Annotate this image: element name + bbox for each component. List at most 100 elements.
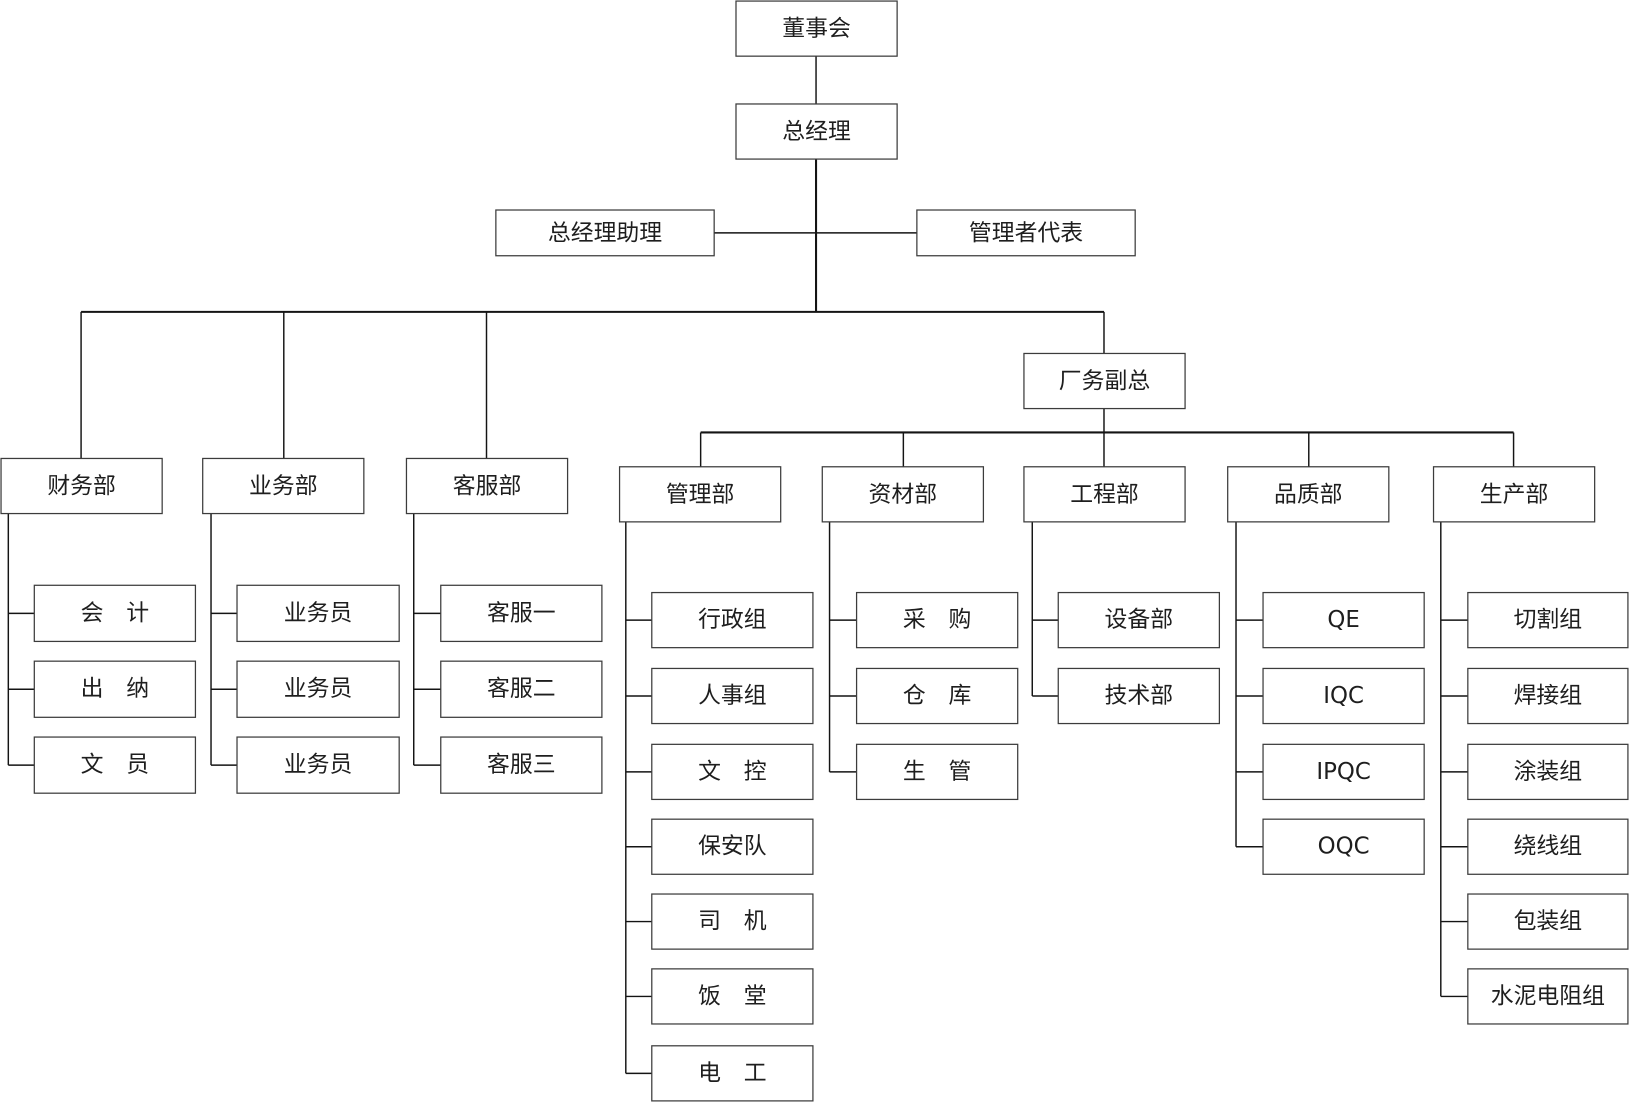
management-representative-label: 管理者代表 xyxy=(969,220,1083,246)
vp-branch-drops xyxy=(699,432,1515,467)
finance-unit-1-box xyxy=(33,584,197,643)
production-dept-box xyxy=(1432,466,1596,523)
production-unit-4: 绕线组 xyxy=(1467,818,1629,875)
sales-unit-2-box xyxy=(236,660,400,718)
production-unit-3-box xyxy=(1467,743,1629,801)
administration-unit-7: 电 工 xyxy=(651,1045,814,1102)
quality-unit-1-box xyxy=(1262,591,1425,649)
finance-unit-3-box xyxy=(33,736,197,794)
administration-unit-1-label: 行政组 xyxy=(698,607,767,633)
materials-unit-3: 生 管 xyxy=(855,743,1019,801)
administration-dept-box xyxy=(618,466,782,523)
main-branch-drops xyxy=(80,311,1105,459)
finance-unit-1: 会 计 xyxy=(33,584,197,643)
production-unit-2: 焊接组 xyxy=(1467,667,1629,725)
general-manager-box xyxy=(735,103,898,160)
board-box xyxy=(735,0,898,57)
customer-service-unit-1-box xyxy=(440,584,603,643)
customer-service-dept-label: 客服部 xyxy=(453,474,522,500)
administration-unit-7-box xyxy=(651,1045,814,1102)
finance-connector xyxy=(7,513,35,766)
sales-unit-3: 业务员 xyxy=(236,736,400,794)
sales-unit-1-box xyxy=(236,584,400,643)
administration-unit-4-label: 保安队 xyxy=(698,834,767,860)
quality-unit-4-label: OQC xyxy=(1318,834,1370,860)
administration-unit-5-box xyxy=(651,893,814,950)
finance-unit-1-label: 会 计 xyxy=(81,600,150,626)
quality-unit-3-label: IPQC xyxy=(1316,759,1370,785)
management-representative-node: 管理者代表 xyxy=(916,209,1136,257)
production-unit-4-box xyxy=(1467,818,1629,875)
customer-service-unit-1: 客服一 xyxy=(440,584,603,643)
customer-service-unit-2: 客服二 xyxy=(440,660,603,718)
production-unit-5-label: 包装组 xyxy=(1514,909,1583,935)
customer-service-unit-3-box xyxy=(440,736,603,794)
management-representative-box xyxy=(916,209,1136,257)
production-connector xyxy=(1440,521,1468,998)
sales-unit-3-label: 业务员 xyxy=(284,752,353,778)
finance-dept-label: 财务部 xyxy=(47,474,116,500)
administration-dept-label: 管理部 xyxy=(666,482,735,508)
gm-assistant-box xyxy=(495,209,715,257)
administration-unit-3: 文 控 xyxy=(651,743,814,801)
administration-unit-1: 行政组 xyxy=(651,591,814,649)
materials-connector xyxy=(828,521,857,773)
finance-unit-2-label: 出 纳 xyxy=(81,676,150,702)
materials-dept-label: 资材部 xyxy=(869,482,938,508)
administration-unit-6: 饭 堂 xyxy=(651,968,814,1025)
materials-unit-1-label: 采 购 xyxy=(903,607,972,633)
production-unit-3: 涂装组 xyxy=(1467,743,1629,801)
materials-unit-2-label: 仓 库 xyxy=(903,683,972,709)
sales-unit-3-box xyxy=(236,736,400,794)
customer-service-unit-1-label: 客服一 xyxy=(487,600,556,626)
production-unit-3-label: 涂装组 xyxy=(1514,759,1583,785)
production-unit-1-box xyxy=(1467,591,1629,649)
materials-unit-3-box xyxy=(855,743,1019,801)
production-unit-2-box xyxy=(1467,667,1629,725)
sales-unit-2: 业务员 xyxy=(236,660,400,718)
materials-unit-1-box xyxy=(855,591,1019,649)
production-unit-5-box xyxy=(1467,893,1629,950)
quality-unit-1: QE xyxy=(1262,591,1425,649)
finance-dept-box xyxy=(0,457,163,515)
administration-unit-5-label: 司 机 xyxy=(698,909,767,935)
gm-assistant-label: 总经理助理 xyxy=(548,220,662,246)
finance-unit-2: 出 纳 xyxy=(33,660,197,718)
quality-unit-1-label: QE xyxy=(1327,607,1359,633)
materials-unit-1: 采 购 xyxy=(855,591,1019,649)
customer-service-dept-node: 客服部 xyxy=(405,457,569,515)
administration-unit-6-box xyxy=(651,968,814,1025)
production-unit-6-label: 水泥电阻组 xyxy=(1491,983,1605,1009)
quality-unit-4: OQC xyxy=(1262,818,1425,875)
customer-service-unit-3: 客服三 xyxy=(440,736,603,794)
production-dept-node: 生产部 xyxy=(1432,466,1596,523)
sales-unit-1: 业务员 xyxy=(236,584,400,643)
customer-service-dept-box xyxy=(405,457,569,515)
production-unit-1-label: 切割组 xyxy=(1514,607,1583,633)
administration-unit-2-label: 人事组 xyxy=(698,683,767,709)
quality-unit-3: IPQC xyxy=(1262,743,1425,801)
engineering-dept-label: 工程部 xyxy=(1070,482,1139,508)
materials-dept-box xyxy=(821,466,985,523)
production-unit-1: 切割组 xyxy=(1467,591,1629,649)
engineering-unit-2: 技术部 xyxy=(1057,667,1221,725)
administration-unit-3-box xyxy=(651,743,814,801)
engineering-unit-1-label: 设备部 xyxy=(1105,607,1174,633)
materials-unit-3-label: 生 管 xyxy=(903,759,972,785)
sales-dept-box xyxy=(202,457,365,515)
customer-service-unit-2-box xyxy=(440,660,603,718)
engineering-unit-2-label: 技术部 xyxy=(1105,683,1174,709)
quality-unit-2: IQC xyxy=(1262,667,1425,725)
sales-dept-label: 业务部 xyxy=(249,474,318,500)
production-unit-6: 水泥电阻组 xyxy=(1467,968,1629,1025)
administration-unit-4-box xyxy=(651,818,814,875)
sales-unit-1-label: 业务员 xyxy=(284,600,353,626)
board-label: 董事会 xyxy=(782,16,851,42)
customer-service-unit-3-label: 客服三 xyxy=(487,752,556,778)
quality-unit-2-label: IQC xyxy=(1323,683,1364,709)
production-unit-4-label: 绕线组 xyxy=(1514,834,1583,860)
administration-unit-1-box xyxy=(651,591,814,649)
materials-unit-2-box xyxy=(855,667,1019,725)
administration-unit-2: 人事组 xyxy=(651,667,814,725)
